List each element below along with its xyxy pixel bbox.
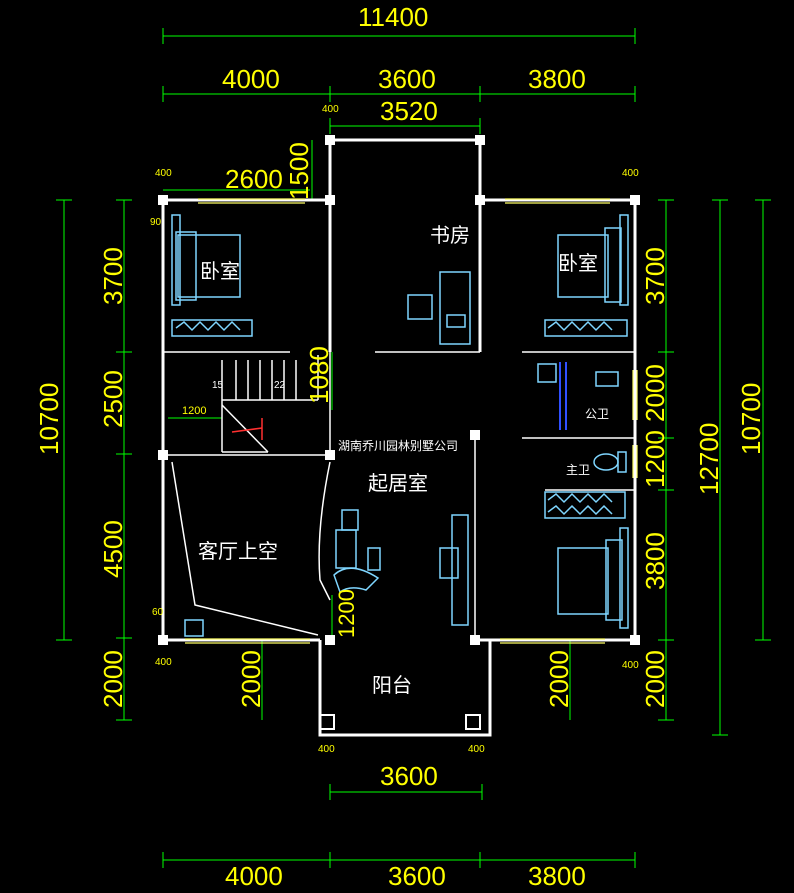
dimension-lines bbox=[56, 28, 771, 868]
walls bbox=[158, 135, 640, 737]
dim-bottom-balcony: 3600 bbox=[380, 761, 438, 791]
dim-right-3700: 3700 bbox=[640, 247, 670, 305]
dim-small-400-d: 400 bbox=[318, 744, 335, 755]
dim-bottom-a: 4000 bbox=[225, 861, 283, 891]
stair-number-start: 15 bbox=[212, 380, 224, 391]
dim-top-bedroom: 2600 bbox=[225, 164, 283, 194]
dim-small-400-b: 400 bbox=[155, 168, 172, 179]
room-label-bedroom-right: 卧室 bbox=[558, 251, 598, 275]
room-label-study: 书房 bbox=[430, 223, 470, 247]
dim-left-3700: 3700 bbox=[98, 247, 128, 305]
dim-small-60: 60 bbox=[152, 607, 164, 618]
dim-small-400-f: 400 bbox=[155, 657, 172, 668]
dim-bottom-b: 3600 bbox=[388, 861, 446, 891]
dim-right-2000-bath: 2000 bbox=[640, 364, 670, 422]
dim-1500: 1500 bbox=[284, 142, 314, 200]
stair-arrow bbox=[231, 418, 263, 440]
room-label-balcony: 阳台 bbox=[372, 673, 412, 697]
room-label-bedroom-left: 卧室 bbox=[200, 259, 240, 283]
dim-right-total: 10700 bbox=[736, 383, 766, 455]
dim-right-2000-bottom: 2000 bbox=[640, 650, 670, 708]
dim-balcony-1200: 1200 bbox=[334, 589, 359, 638]
dim-small-400-c: 400 bbox=[622, 168, 639, 179]
dim-bottom-c: 3800 bbox=[528, 861, 586, 891]
stair-number-end: 22 bbox=[274, 380, 286, 391]
dim-small-400-g: 400 bbox=[622, 660, 639, 671]
dim-left-2000: 2000 bbox=[98, 650, 128, 708]
dim-top-study: 3520 bbox=[380, 96, 438, 126]
windows bbox=[185, 198, 638, 644]
dim-right-12700: 12700 bbox=[694, 423, 724, 495]
dim-window-left-2000: 2000 bbox=[236, 650, 266, 708]
staircase bbox=[221, 355, 319, 453]
room-label-master-bath: 主卫 bbox=[566, 463, 590, 477]
dim-small-400-a: 400 bbox=[322, 104, 339, 115]
dim-top-c: 3800 bbox=[528, 64, 586, 94]
dim-small-400-e: 400 bbox=[468, 744, 485, 755]
room-label-living: 起居室 bbox=[368, 471, 428, 495]
watermark-text: 湖南乔川园林别墅公司 bbox=[338, 438, 458, 453]
dim-left-4500: 4500 bbox=[98, 520, 128, 578]
room-label-public-bath: 公卫 bbox=[585, 407, 609, 421]
dim-small-90: 90 bbox=[150, 217, 162, 228]
dim-right-3800: 3800 bbox=[640, 532, 670, 590]
dim-window-right-2000: 2000 bbox=[544, 650, 574, 708]
dim-left-2500: 2500 bbox=[98, 370, 128, 428]
dim-left-total: 10700 bbox=[34, 383, 64, 455]
dim-top-total: 11400 bbox=[358, 2, 428, 32]
dim-1080: 1080 bbox=[304, 346, 334, 404]
furniture bbox=[171, 214, 629, 637]
dim-top-a: 4000 bbox=[222, 64, 280, 94]
dim-right-1200: 1200 bbox=[640, 430, 670, 488]
room-label-void: 客厅上空 bbox=[198, 539, 278, 563]
dim-top-b: 3600 bbox=[378, 64, 436, 94]
dim-stair-width: 1200 bbox=[182, 405, 206, 417]
